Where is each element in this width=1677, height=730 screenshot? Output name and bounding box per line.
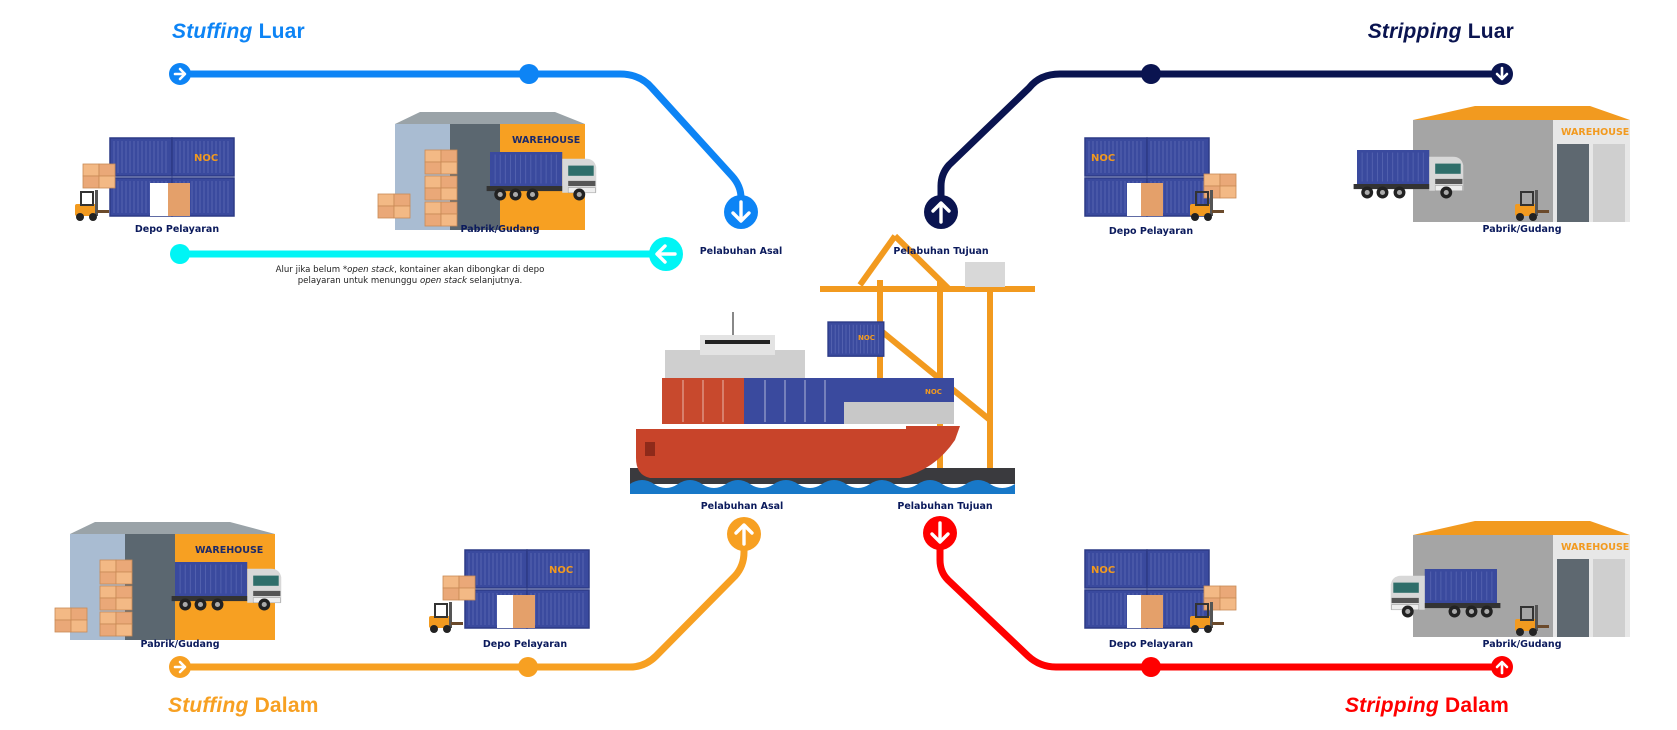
depo-illustration-bottom-middle: NOC: [428, 549, 590, 634]
node-label: Pelabuhan Asal: [700, 501, 784, 512]
stripping-luar-title: Stripping Luar: [1368, 20, 1514, 44]
stuffing-luar-title-em: Stuffing: [172, 20, 253, 43]
container-brand: NOC: [549, 565, 573, 576]
node-label: Pabrik/Gudang: [1482, 224, 1562, 235]
stuffing-dalam-flow: [169, 517, 761, 678]
stripping-dalam-route: [936, 530, 1506, 671]
warehouse-illustration-bottom-left: WAREHOUSE: [54, 522, 282, 640]
note-part: selanjutnya.: [466, 276, 523, 286]
route-stop-dot: [170, 244, 190, 264]
note-part: open stack: [347, 265, 395, 275]
arrow-left-icon: [649, 237, 683, 271]
stripping-luar-route: [937, 70, 1506, 216]
arrow-right-icon: [169, 63, 191, 85]
node-label: Depo Pelayaran: [1108, 639, 1194, 650]
container-brand: NOC: [858, 334, 875, 342]
stuffing-dalam-route: [176, 532, 748, 671]
note-part: open stack: [419, 276, 467, 286]
stripping-dalam-flow: [923, 516, 1513, 678]
node-label: Depo Pelayaran: [1108, 226, 1194, 237]
stripping-luar-flow: [924, 63, 1513, 229]
alt-flow: [170, 237, 683, 271]
node-label: Pelabuhan Tujuan: [897, 501, 993, 512]
stuffing-luar-flow: [169, 63, 758, 229]
node-label: Pabrik/Gudang: [460, 224, 540, 235]
node-label: Pabrik/Gudang: [140, 639, 220, 650]
note-part: Alur jika belum *: [275, 265, 348, 275]
stuffing-dalam-title-em: Stuffing: [168, 694, 249, 717]
depo-illustration-top-right: NOC: [1084, 137, 1237, 222]
route-stop-dot: [519, 64, 539, 84]
stuffing-luar-title: Stuffing Luar: [172, 20, 305, 44]
warehouse-illustration-top-left: WAREHOUSE: [377, 112, 597, 230]
alt-flow-note: Alur jika belum *open stack, kontainer a…: [245, 265, 575, 287]
container-brand: NOC: [925, 388, 942, 396]
depo-illustration-top-left: NOC: [74, 137, 235, 222]
stuffing-dalam-title-rest: Dalam: [248, 694, 319, 717]
stripping-luar-title-em: Stripping: [1367, 20, 1462, 43]
arrow-right-icon: [169, 656, 191, 678]
ship-crane-illustration: NOC NOC: [630, 233, 1035, 494]
stuffing-luar-route: [176, 70, 745, 214]
arrow-down-icon: [1491, 63, 1513, 85]
note-part: , kontainer akan dibongkar di depo: [394, 265, 545, 275]
stripping-dalam-title-rest: Dalam: [1438, 694, 1509, 717]
node-label: Depo Pelayaran: [134, 224, 220, 235]
warehouse-sign: WAREHOUSE: [195, 545, 263, 556]
node-label: Depo Pelayaran: [482, 639, 568, 650]
arrow-down-icon: [923, 516, 957, 550]
node-label: Pelabuhan Asal: [699, 246, 783, 257]
stuffing-luar-title-rest: Luar: [252, 20, 305, 43]
warehouse-sign: WAREHOUSE: [1561, 127, 1629, 138]
note-part: pelayaran untuk menunggu: [297, 276, 420, 286]
warehouse-sign: WAREHOUSE: [512, 135, 580, 146]
container-brand: NOC: [1091, 153, 1115, 164]
warehouse-illustration-bottom-right: WAREHOUSE: [1390, 521, 1630, 637]
arrow-up-icon: [1491, 656, 1513, 678]
arrow-down-icon: [724, 195, 758, 229]
node-label: Pabrik/Gudang: [1482, 639, 1562, 650]
node-label: Pelabuhan Tujuan: [893, 246, 989, 257]
stripping-dalam-title: Stripping Dalam: [1345, 694, 1509, 718]
route-stop-dot: [1141, 657, 1161, 677]
arrow-up-icon: [727, 517, 761, 551]
arrow-up-icon: [924, 195, 958, 229]
route-stop-dot: [1141, 64, 1161, 84]
warehouse-sign: WAREHOUSE: [1561, 542, 1629, 553]
depo-illustration-bottom-right: NOC: [1084, 549, 1237, 634]
warehouse-illustration-top-right: WAREHOUSE: [1353, 106, 1630, 222]
stripping-dalam-title-em: Stripping: [1344, 694, 1439, 717]
container-brand: NOC: [1091, 565, 1115, 576]
route-stop-dot: [518, 657, 538, 677]
stuffing-dalam-title: Stuffing Dalam: [168, 694, 319, 718]
container-brand: NOC: [194, 153, 218, 164]
stripping-luar-title-rest: Luar: [1461, 20, 1514, 43]
